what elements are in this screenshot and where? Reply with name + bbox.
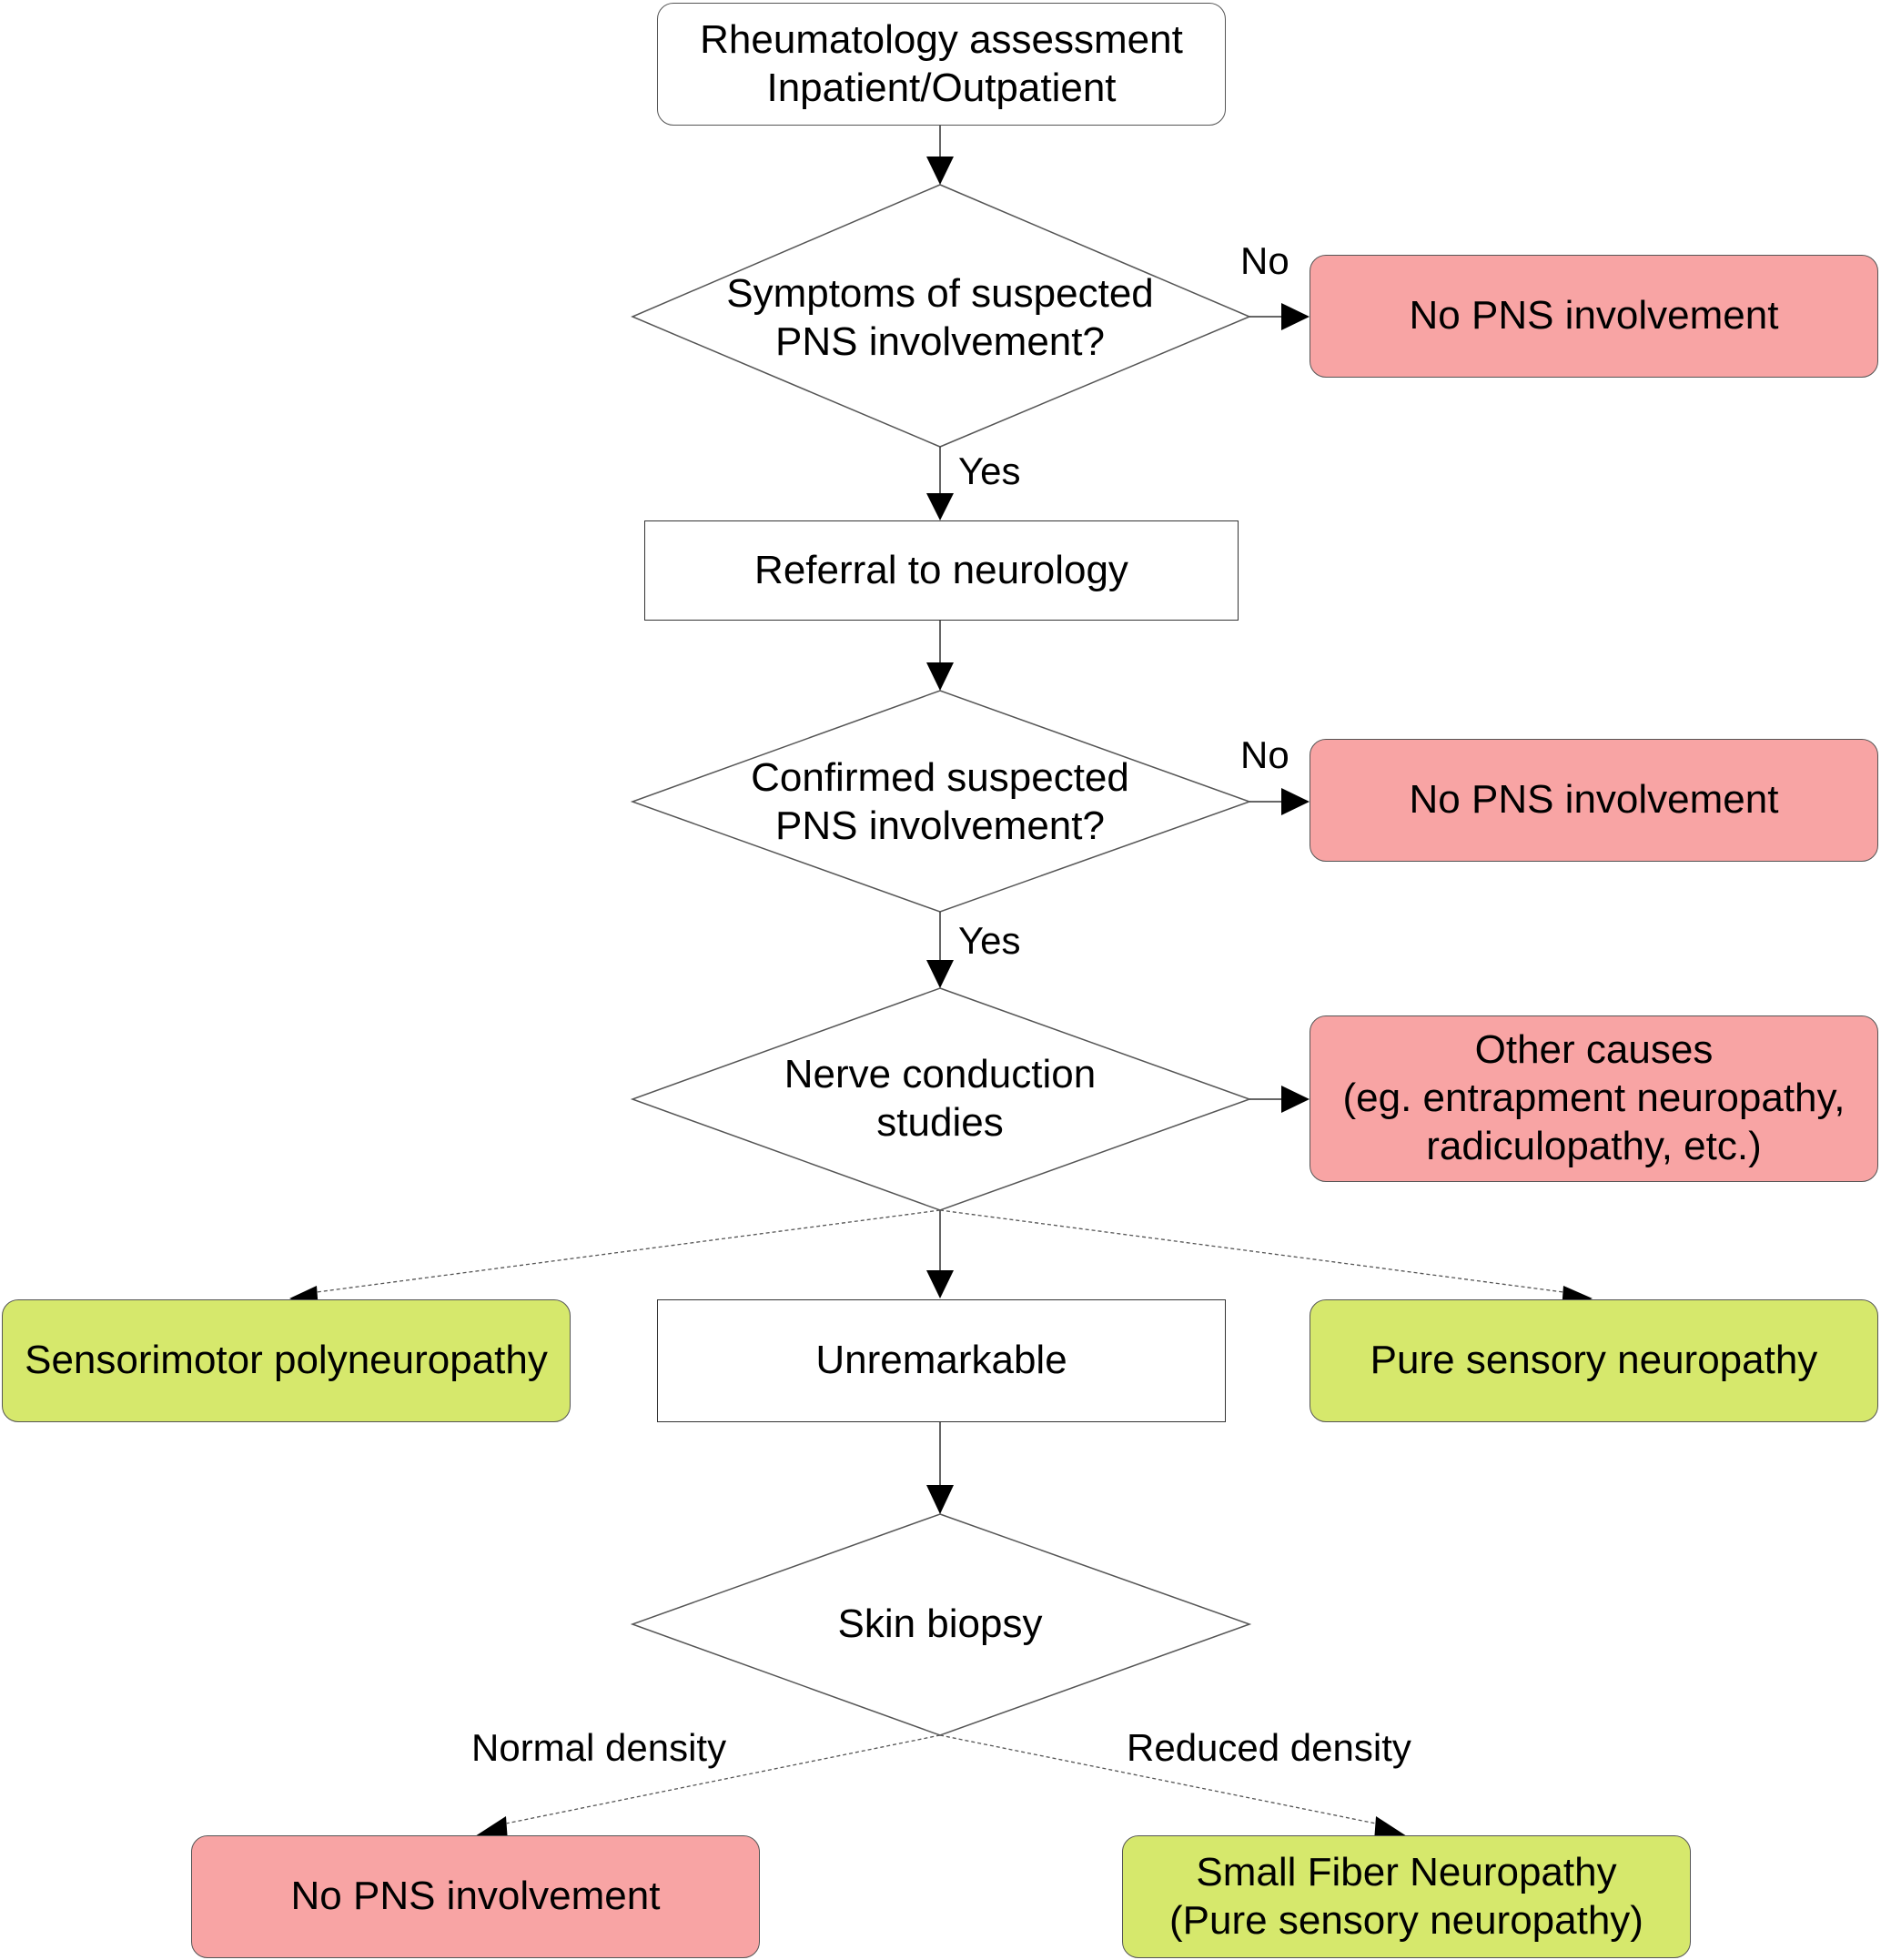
arrowhead xyxy=(1281,303,1310,330)
arrowhead xyxy=(1281,788,1310,815)
arrowhead xyxy=(926,1485,954,1514)
arrowhead xyxy=(1281,1086,1310,1113)
no-pns-involvement-2: No PNS involvement xyxy=(1310,739,1878,862)
edge-label-reduced-density: Reduced density xyxy=(1127,1726,1411,1769)
sensorimotor-node: Sensorimotor polyneuropathy xyxy=(2,1299,571,1422)
confirmed-question: Confirmed suspected PNS involvement? xyxy=(751,755,1129,848)
connector-dotted xyxy=(316,1209,941,1293)
ncs-question: Nerve conduction studies xyxy=(784,1052,1097,1145)
arrowhead xyxy=(926,960,954,988)
pure-sensory-node: Pure sensory neuropathy xyxy=(1310,1299,1878,1422)
symptoms-question: Symptoms of suspected PNS involvement? xyxy=(726,271,1154,364)
edge-label-yes-2: Yes xyxy=(958,919,1021,962)
skin-biopsy-question: Skin biopsy xyxy=(837,1601,1043,1646)
unremarkable-node: Unremarkable xyxy=(657,1299,1226,1422)
arrowhead xyxy=(926,493,954,520)
other-causes-node: Other causes (eg. entrapment neuropathy,… xyxy=(1310,1015,1878,1182)
edge-label-normal-density: Normal density xyxy=(471,1726,727,1769)
referral-node: Referral to neurology xyxy=(644,520,1239,621)
arrowhead xyxy=(926,1270,954,1298)
start-node: Rheumatology assessment Inpatient/Outpat… xyxy=(657,3,1226,126)
connector-dotted xyxy=(939,1209,1564,1293)
no-pns-involvement-1: No PNS involvement xyxy=(1310,255,1878,378)
arrowhead xyxy=(926,157,954,185)
no-pns-involvement-3: No PNS involvement xyxy=(191,1835,760,1958)
edge-label-yes-1: Yes xyxy=(958,450,1021,492)
edge-label-no-2: No xyxy=(1240,733,1289,776)
small-fiber-node: Small Fiber Neuropathy (Pure sensory neu… xyxy=(1122,1835,1691,1958)
connector-dotted xyxy=(939,1734,1377,1824)
arrowhead xyxy=(926,662,954,691)
edge-label-no-1: No xyxy=(1240,239,1289,282)
